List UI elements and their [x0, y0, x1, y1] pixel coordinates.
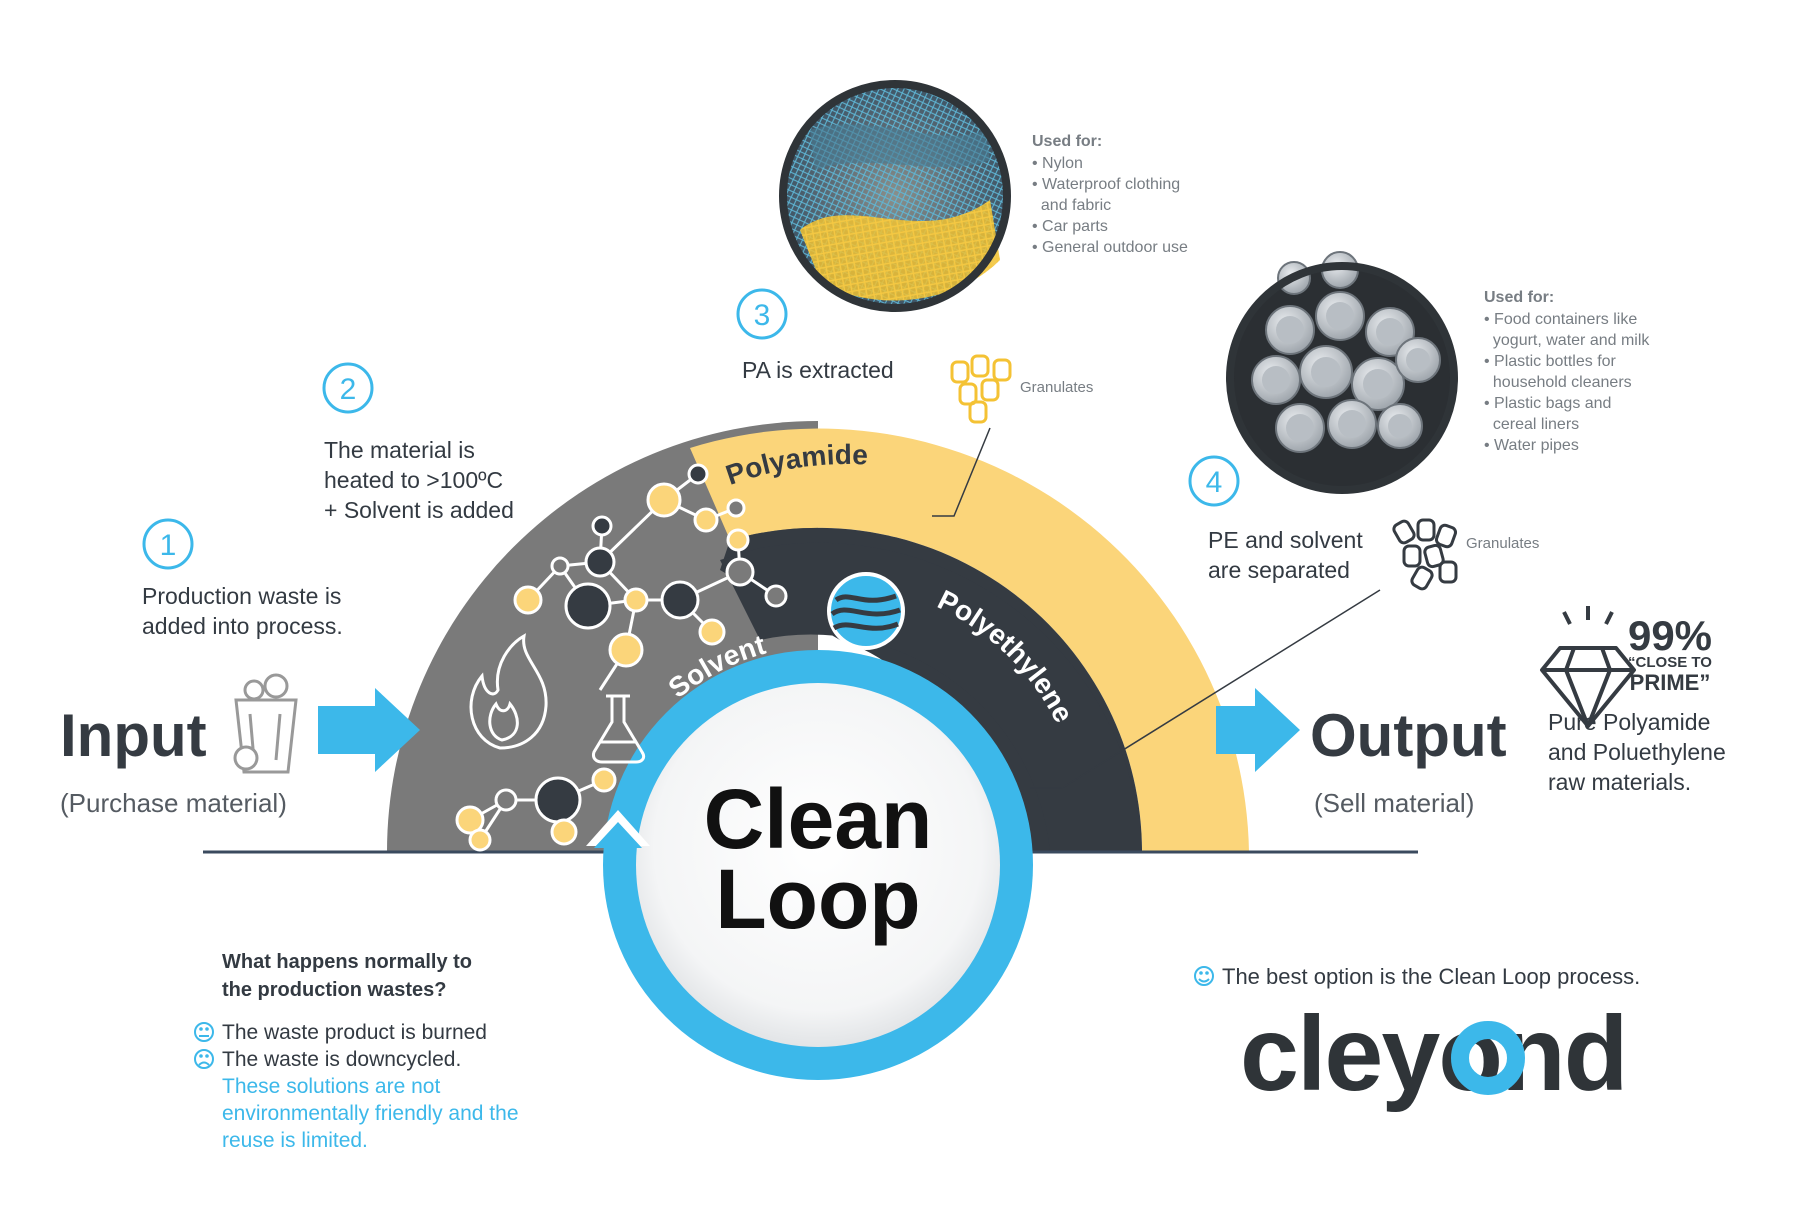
pe-use-item: household cleaners	[1484, 374, 1632, 391]
pa-use-item: • General outdoor use	[1032, 239, 1188, 256]
step-2-text-line2: heated to >100ºC	[324, 467, 503, 493]
step-2-circle	[322, 362, 374, 414]
normally-heading-line1: What happens normally to	[222, 951, 472, 973]
input-title: Input	[60, 702, 207, 769]
diamond-icon	[1540, 606, 1636, 728]
clean-loop-title-line2: Loop	[715, 852, 920, 946]
step-1-text-line2: added into process.	[142, 613, 343, 639]
polyamide-leader-line	[932, 427, 991, 517]
logo-o-accent	[1451, 1021, 1525, 1095]
step-3-text-line1: PA is extracted	[742, 357, 894, 383]
quality-desc-line: raw materials.	[1548, 769, 1691, 795]
quality-close-to: “CLOSE TO	[1628, 654, 1712, 671]
step-2-number: 2	[340, 373, 357, 406]
step-3-number: 3	[754, 299, 771, 332]
trash-bin-icon	[233, 673, 298, 774]
neutral-face-icon	[194, 1022, 214, 1042]
normally-note-line: These solutions are not	[222, 1075, 440, 1098]
happy-face-icon	[1194, 966, 1214, 986]
pe-use-item: cereal liners	[1484, 416, 1579, 433]
step-2-text-line3: + Solvent is added	[324, 497, 514, 523]
svg-text:cleyond: cleyond	[1240, 995, 1627, 1113]
clean-loop-title-line1: Clean	[704, 772, 933, 866]
nylon-net-photo	[779, 80, 1011, 312]
pe-use-item: • Plastic bags and	[1484, 395, 1611, 412]
pa-use-item: • Waterproof clothing	[1032, 176, 1180, 193]
pe-uses-heading: Used for:	[1484, 289, 1554, 306]
wave-logo-icon	[827, 572, 905, 650]
flame-icon	[469, 633, 548, 750]
step-1-text-line1: Production waste is	[142, 583, 341, 609]
polyamide-arc-band	[690, 428, 1249, 852]
granulates-label-pe: Granulates	[1466, 535, 1539, 552]
best-option-text: The best option is the Clean Loop proces…	[1222, 964, 1640, 989]
cleyond-logo: cleyond	[1240, 995, 1629, 1113]
pe-use-item: • Plastic bottles for	[1484, 353, 1617, 370]
step-2-text-line1: The material is	[324, 437, 475, 463]
output-subtitle: (Sell material)	[1314, 788, 1474, 818]
quality-prime: PRIME”	[1630, 670, 1711, 695]
pa-use-item: • Car parts	[1032, 218, 1108, 235]
clean-loop-center	[636, 683, 1000, 1047]
input-arrow-icon	[318, 688, 420, 772]
pa-uses-heading: Used for:	[1032, 133, 1102, 150]
loop-arrow-icon	[586, 810, 650, 846]
quality-percent: 99%	[1628, 612, 1712, 659]
output-arrow-icon	[1216, 688, 1300, 772]
pa-use-item: • Nylon	[1032, 155, 1083, 172]
flask-icon	[592, 694, 646, 764]
quality-desc-line: Pure Polyamide	[1548, 709, 1710, 735]
pa-use-item: and fabric	[1032, 197, 1111, 214]
output-title: Output	[1310, 702, 1507, 769]
pe-use-item: • Food containers like	[1484, 311, 1637, 328]
granulates-label-pa: Granulates	[1020, 379, 1093, 396]
normally-note-line: reuse is limited.	[222, 1129, 368, 1152]
normally-note-line: environmentally friendly and the	[222, 1102, 519, 1125]
step-4-circle	[1188, 455, 1240, 507]
step-4-number: 4	[1206, 466, 1223, 499]
input-subtitle: (Purchase material)	[60, 788, 287, 818]
quality-desc-line: and Poluethylene	[1548, 739, 1726, 765]
step-1-circle	[142, 518, 194, 570]
normally-item-downcycled: The waste is downcycled.	[222, 1048, 461, 1071]
pipes-photo	[1226, 251, 1458, 494]
pe-use-item: yogurt, water and milk	[1484, 332, 1650, 349]
normally-heading-line2: the production wastes?	[222, 979, 446, 1001]
pe-use-item: • Water pipes	[1484, 437, 1579, 454]
granulates-yellow-icon	[950, 354, 1012, 424]
normally-item-burned: The waste product is burned	[222, 1021, 487, 1044]
polyethylene-leader-line	[1030, 589, 1381, 789]
sad-face-icon	[194, 1049, 214, 1069]
step-4-text-line2: are separated	[1208, 557, 1350, 583]
step-4-text-line1: PE and solvent	[1208, 527, 1363, 553]
step-3-circle	[736, 288, 788, 340]
step-1-number: 1	[160, 529, 177, 562]
granulates-dark-icon	[1392, 518, 1458, 591]
